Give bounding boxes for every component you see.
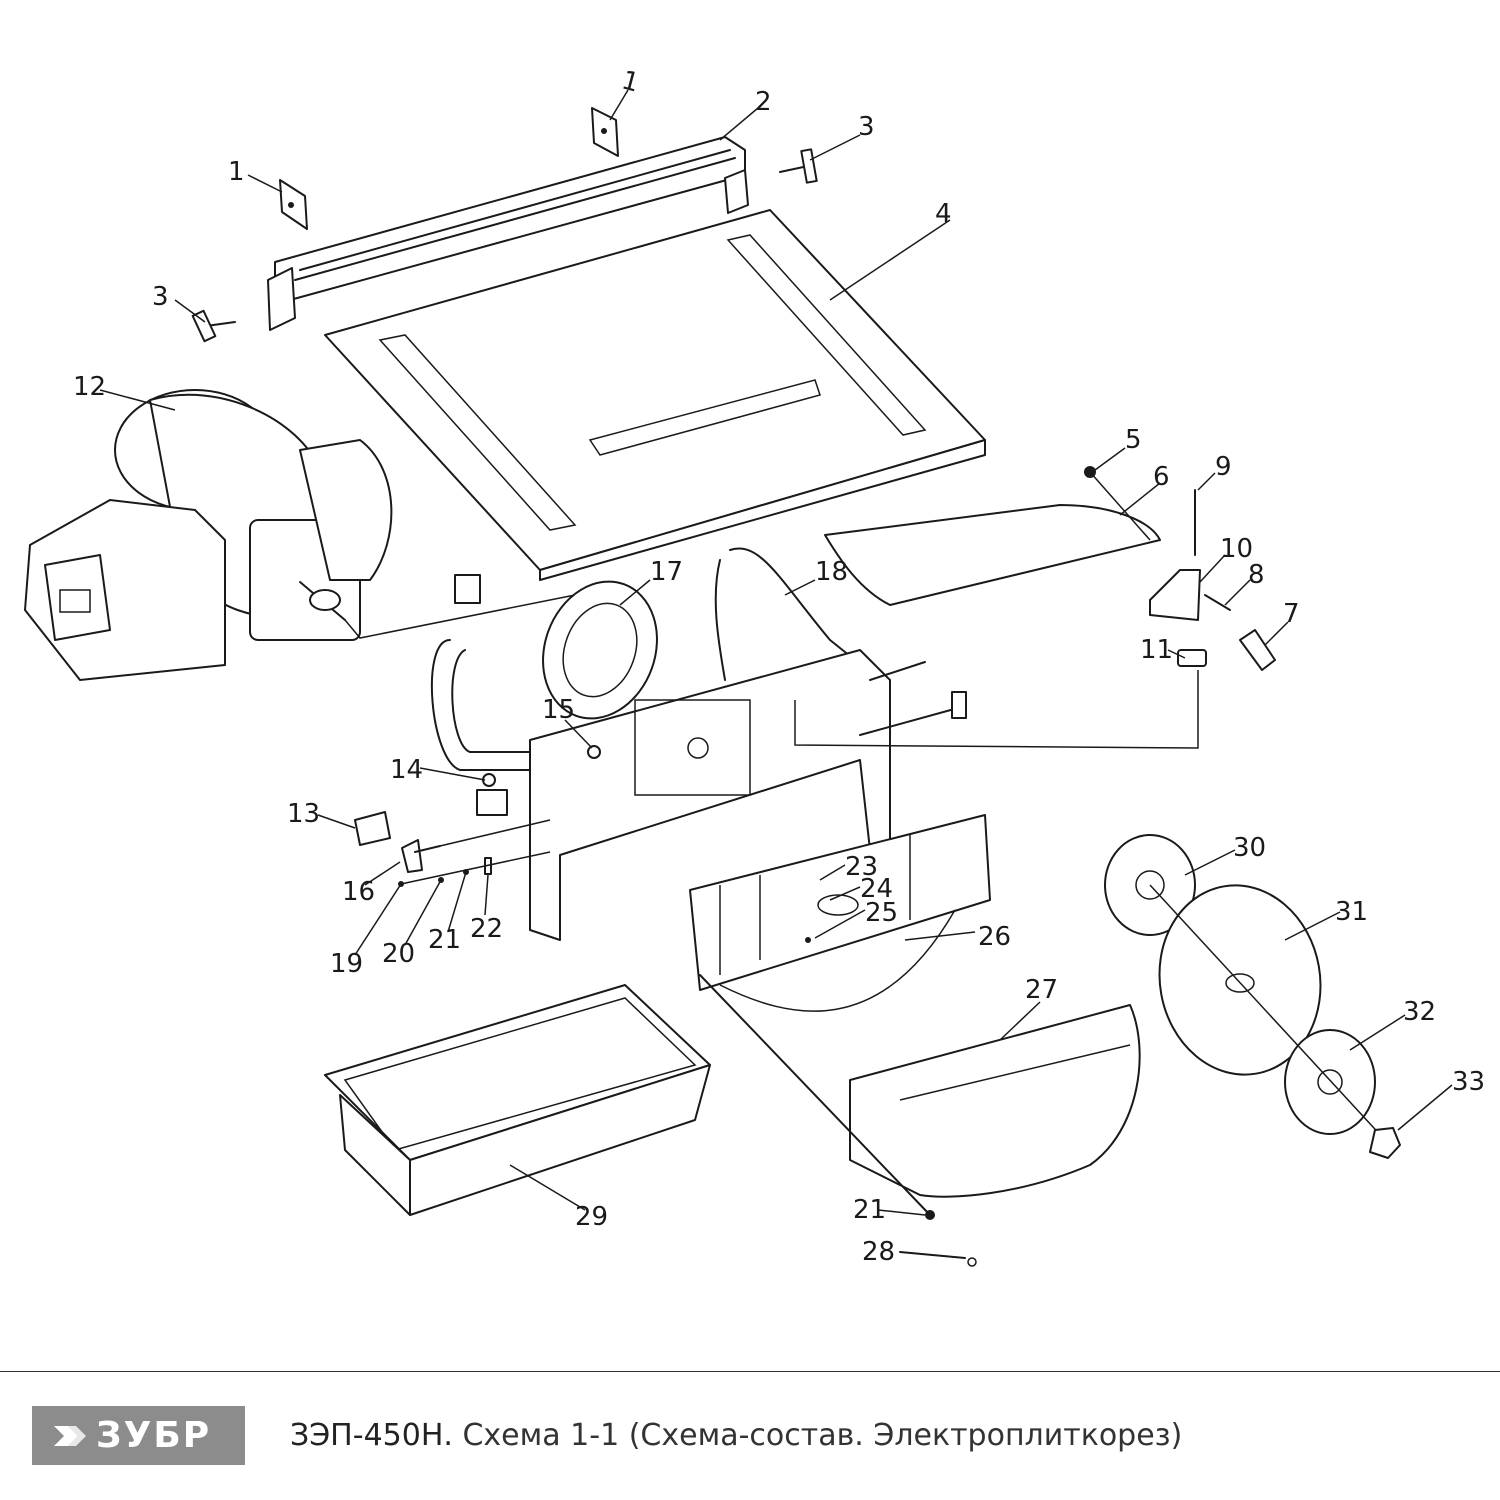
bracket [1149,489,1276,671]
water-tray [324,984,711,1216]
arrow-icon [54,1426,86,1446]
exploded-parts-diagram: 1 1 2 3 3 4 5 6 9 10 8 7 11 12 17 18 15 … [24,65,1485,1267]
part-label: 16 [342,877,375,907]
part-label: 3 [858,112,875,142]
part-label: 8 [1248,560,1265,590]
frame-bolts-right [859,661,967,736]
part-label: 33 [1452,1067,1485,1097]
part-label: 26 [978,922,1011,952]
brand-logo: ЗУБР [32,1406,245,1465]
part-label: 9 [1215,452,1232,482]
blade-assembly [1104,834,1401,1159]
part-label: 1 [228,157,245,187]
part-label: 13 [287,799,320,829]
part-label: 25 [865,898,898,928]
part-label: 12 [73,372,106,402]
screw-left [191,309,236,343]
frame-handles [430,547,891,941]
part-label: 30 [1233,833,1266,863]
leader-lines [99,89,1453,1216]
model-name: ЗЭП-450Н. [290,1418,453,1453]
part-label: 28 [862,1237,895,1267]
blade-guard [699,974,1141,1267]
part-label: 10 [1220,534,1253,564]
part-label: 27 [1025,975,1058,1005]
part-label: 11 [1140,635,1173,665]
part-label: 5 [1125,425,1142,455]
guard-arm [824,466,1161,606]
part-label: 15 [542,695,575,725]
knob-11 [794,649,1207,749]
part-label: 17 [650,557,683,587]
work-table [324,209,986,581]
guide-rail [267,136,749,331]
part-label: 32 [1403,997,1436,1027]
part-label: 3 [152,282,169,312]
electric-motor [24,389,393,681]
part-label: 1 [618,65,642,98]
screw-top-right [779,148,818,184]
mounting-plate-left [279,179,308,230]
page-caption: ЗЭП-450Н. Схема 1-1 (Схема-состав. Элект… [290,1418,1182,1453]
flange-ring [542,580,658,720]
scheme-description: Схема 1-1 (Схема-состав. Электроплиткоре… [462,1418,1183,1453]
part-label: 2 [755,87,772,117]
part-label: 18 [815,557,848,587]
part-label: 23 [845,852,878,882]
footer-divider [0,1371,1500,1372]
mounting-plate-top [591,107,619,157]
tray-bracket [689,814,991,1012]
part-label: 21 [853,1195,886,1225]
part-label: 20 [382,939,415,969]
part-label: 6 [1153,462,1170,492]
part-label: 14 [390,755,423,785]
part-label: 29 [575,1202,608,1232]
part-label: 4 [935,199,952,229]
brand-name: ЗУБР [96,1415,212,1456]
part-label: 19 [330,949,363,979]
part-label: 21 [428,925,461,955]
part-labels: 1 1 2 3 3 4 5 6 9 10 8 7 11 12 17 18 15 … [73,65,1485,1267]
part-label: 31 [1335,897,1368,927]
part-label: 7 [1283,599,1300,629]
part-label: 22 [470,914,503,944]
part-label: 24 [860,874,893,904]
